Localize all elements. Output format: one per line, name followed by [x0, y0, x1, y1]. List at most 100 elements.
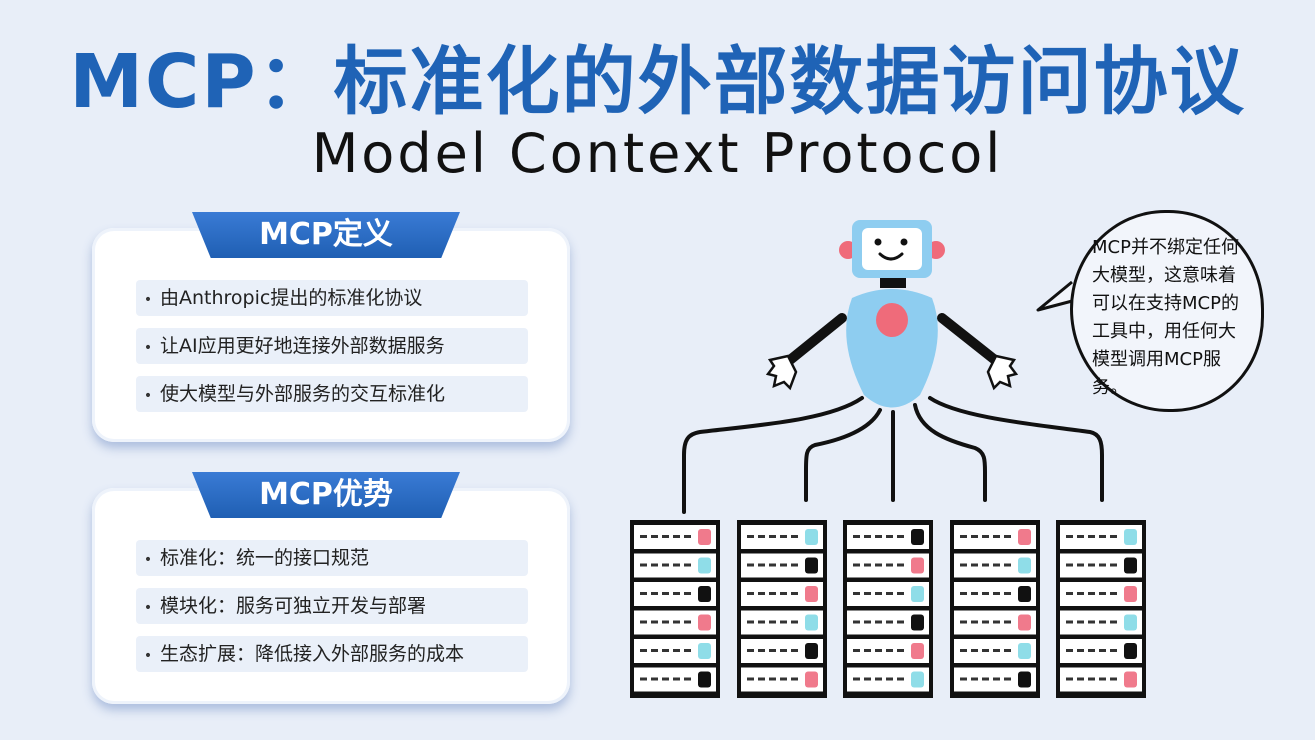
server-status-light: [805, 586, 818, 602]
server-indicator: [1004, 620, 1011, 624]
speech-bubble-text: MCP并不绑定任何大模型，这意味着可以在支持MCP的工具中，用任何大模型调用MC…: [1092, 237, 1239, 398]
server-indicator: [897, 677, 904, 681]
robot-ear-right: [927, 241, 945, 259]
server-indicator: [747, 620, 754, 624]
server-status-light: [911, 643, 924, 659]
server-indicator: [684, 535, 691, 538]
server-indicator: [886, 677, 893, 681]
server-indicator: [897, 535, 904, 538]
server-indicator: [875, 620, 882, 624]
server-unit: [954, 610, 1036, 635]
server-indicator: [684, 620, 691, 624]
robot-arms: [785, 313, 1000, 365]
robot-ear-left: [839, 241, 857, 259]
server-indicator: [1066, 649, 1073, 652]
server-racks: [630, 520, 1146, 698]
server-unit: [954, 667, 1036, 692]
server-indicator: [1004, 677, 1011, 681]
server-unit: [954, 582, 1036, 606]
server-indicator: [853, 563, 860, 567]
server-indicator: [982, 677, 989, 681]
server-indicator: [1110, 535, 1117, 538]
robot-eye-right: [900, 238, 908, 246]
server-indicator: [1099, 620, 1106, 624]
server-indicator: [1077, 592, 1084, 595]
server-status-light: [1124, 529, 1137, 545]
server-indicator: [758, 620, 765, 624]
speech-bubble: [1070, 210, 1264, 412]
server-status-light: [1018, 643, 1031, 659]
server-unit: [954, 553, 1036, 578]
server-indicator: [791, 592, 798, 595]
server-indicator: [897, 649, 904, 652]
server-indicator: [651, 535, 658, 538]
server-status-light: [911, 529, 924, 545]
server-indicator: [651, 649, 658, 652]
server-rack: [843, 520, 933, 698]
server-indicator: [769, 677, 776, 681]
server-indicator: [662, 620, 669, 624]
server-indicator: [747, 677, 754, 681]
server-status-light: [1124, 643, 1137, 659]
server-indicator: [897, 563, 904, 567]
server-indicator: [886, 649, 893, 652]
server-indicator: [897, 592, 904, 595]
server-status-light: [805, 614, 818, 631]
server-unit: [1060, 639, 1142, 663]
server-indicator: [864, 535, 871, 538]
server-indicator: [791, 620, 798, 624]
server-unit: [634, 582, 716, 606]
server-unit: [741, 525, 823, 549]
server-indicator: [662, 592, 669, 595]
server-indicator: [993, 592, 1000, 595]
server-unit: [847, 667, 929, 692]
server-indicator: [1088, 677, 1095, 681]
server-indicator: [1066, 677, 1073, 681]
server-indicator: [875, 592, 882, 595]
server-unit: [741, 610, 823, 635]
server-indicator: [780, 535, 787, 538]
server-indicator: [1088, 620, 1095, 624]
server-indicator: [1004, 592, 1011, 595]
server-indicator: [758, 677, 765, 681]
server-indicator: [758, 563, 765, 567]
server-status-light: [1124, 557, 1137, 574]
server-indicator: [864, 649, 871, 652]
robot-hands: [765, 354, 1019, 391]
server-indicator: [780, 592, 787, 595]
server-indicator: [993, 620, 1000, 624]
server-indicator: [1099, 677, 1106, 681]
server-indicator: [1077, 649, 1084, 652]
advantage-item: •生态扩展：降低接入外部服务的成本: [136, 636, 528, 672]
server-indicator: [1066, 563, 1073, 567]
advantages-heading: MCP优势: [192, 472, 460, 518]
server-indicator: [651, 620, 658, 624]
server-status-light: [698, 614, 711, 631]
server-status-light: [805, 557, 818, 574]
server-indicator: [971, 563, 978, 567]
robot-face: [862, 228, 922, 270]
server-rack: [737, 520, 827, 698]
server-indicator: [875, 649, 882, 652]
server-unit: [634, 525, 716, 549]
server-unit: [954, 639, 1036, 663]
server-indicator: [673, 620, 680, 624]
robot-smile: [878, 252, 904, 261]
server-unit: [847, 553, 929, 578]
server-unit: [741, 553, 823, 578]
server-status-light: [1018, 557, 1031, 574]
server-status-light: [911, 614, 924, 631]
server-unit: [847, 639, 929, 663]
server-status-light: [805, 671, 818, 688]
cables: [682, 396, 1104, 514]
server-indicator: [960, 592, 967, 595]
server-indicator: [684, 677, 691, 681]
server-indicator: [1077, 620, 1084, 624]
server-unit: [634, 667, 716, 692]
server-status-light: [1018, 529, 1031, 545]
server-indicator: [747, 535, 754, 538]
server-indicator: [769, 592, 776, 595]
server-status-light: [1124, 671, 1137, 688]
server-unit: [741, 639, 823, 663]
server-indicator: [780, 677, 787, 681]
